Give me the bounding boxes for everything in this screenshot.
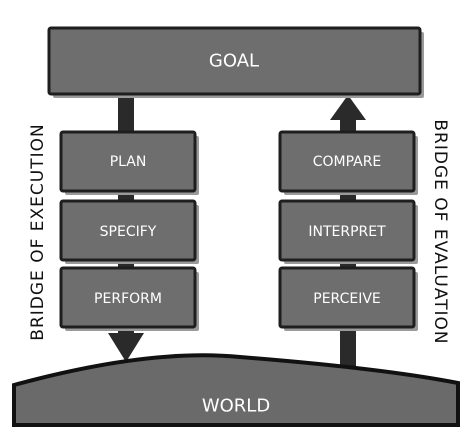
goal-label: GOAL — [209, 51, 259, 72]
interpret-label: INTERPRET — [308, 224, 386, 240]
world-shape: WORLD — [12, 353, 460, 427]
goal-box: GOAL — [47, 26, 424, 98]
bridge-of-evaluation-label: BRIDGE OF EVALUATION — [430, 119, 450, 344]
specify-label: SPECIFY — [100, 224, 157, 240]
evaluation-arrowhead — [330, 95, 366, 120]
bridge-of-execution-label: BRIDGE OF EXECUTION — [28, 123, 48, 340]
execution-step-plan: PLAN — [59, 130, 199, 195]
execution-step-specify: SPECIFY — [59, 199, 199, 264]
perceive-label: PERCEIVE — [313, 291, 381, 307]
plan-label: PLAN — [110, 154, 147, 170]
perform-label: PERFORM — [94, 291, 162, 307]
world-label: WORLD — [202, 396, 270, 417]
evaluation-step-perceive: PERCEIVE — [278, 266, 418, 331]
evaluation-step-compare: COMPARE — [278, 130, 418, 195]
execution-arrowhead — [108, 333, 144, 362]
evaluation-step-interpret: INTERPRET — [278, 199, 418, 264]
compare-label: COMPARE — [313, 154, 382, 170]
world-ground — [12, 353, 460, 427]
execution-step-perform: PERFORM — [59, 266, 199, 331]
